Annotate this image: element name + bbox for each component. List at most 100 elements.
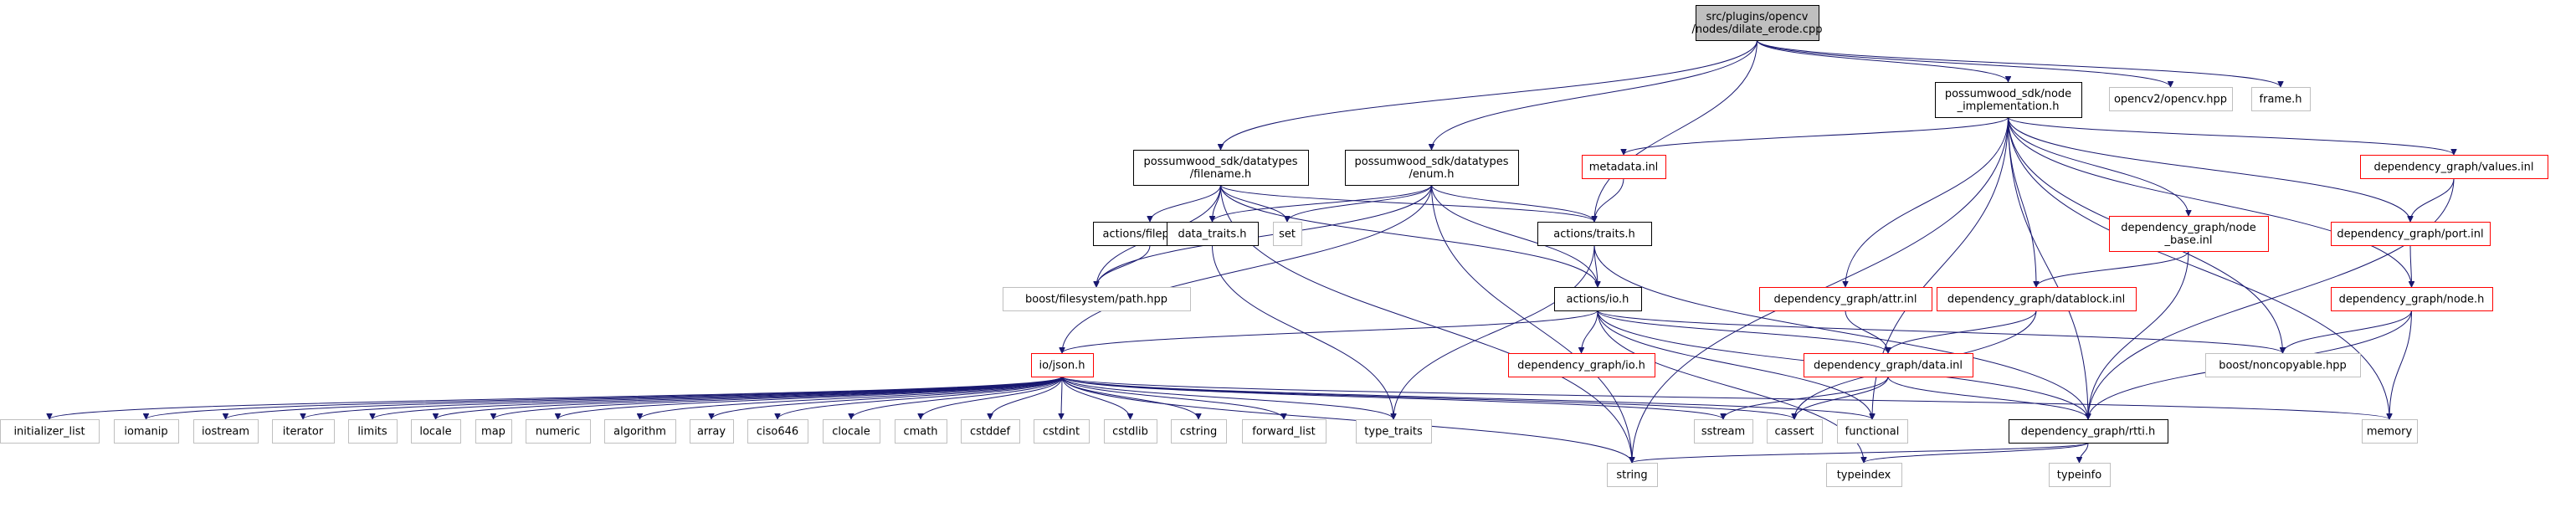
node-box xyxy=(1031,353,1094,377)
edge-data_inl-to-sstream xyxy=(1723,376,1889,420)
node-data-traits[interactable]: data_traits.h xyxy=(1167,222,1259,246)
node-io-json[interactable]: io/json.h xyxy=(1031,353,1094,377)
node-box xyxy=(1508,353,1655,377)
node-label: dependency_graph/rtti.h xyxy=(2021,426,2156,439)
node-box xyxy=(1034,419,1090,444)
edge-node_base_inl-to-datablock_inl xyxy=(2036,250,2189,288)
edge-metadata_inl-to-actions_traits xyxy=(1594,177,1624,222)
edge-enum_h-to-data_traits xyxy=(1213,184,1432,223)
edge-io_json-to-numeric xyxy=(558,376,1063,420)
node-label: initializer_list xyxy=(13,426,85,439)
node-iterator: iterator xyxy=(272,419,335,444)
node-label: cmath xyxy=(903,426,937,439)
edge-io_json-to-cstddef xyxy=(990,376,1063,420)
edge-io_json-to-map xyxy=(494,376,1063,420)
nodes-layer: src/plugins/opencv/nodes/dilate_erode.cp… xyxy=(0,5,2548,487)
node-box xyxy=(823,419,880,444)
node-box xyxy=(1345,150,1519,186)
node-node-impl[interactable]: possumwood_sdk/node_implementation.h xyxy=(1935,82,2082,118)
edge-actions_io-to-dg_io_h xyxy=(1582,310,1598,353)
node-label: possumwood_sdk/datatypes xyxy=(1144,156,1298,168)
edge-enum_h-to-io_json xyxy=(1062,184,1432,353)
edge-filename_h-to-actions_filepath xyxy=(1150,184,1221,223)
node-label: dependency_graph/data.inl xyxy=(1814,360,1963,372)
edge-io_json-to-cassert xyxy=(1061,376,1794,420)
edge-filename_h-to-set xyxy=(1220,184,1288,223)
edge-actions_io-to-boost_noncopyable xyxy=(1597,310,2283,354)
node-box xyxy=(1167,222,1259,246)
node-box xyxy=(526,419,591,444)
node-box xyxy=(1759,287,1932,311)
node-actions-traits[interactable]: actions/traits.h xyxy=(1537,222,1652,246)
node-box xyxy=(1937,287,2137,311)
edge-io_json-to-initializer_list xyxy=(49,376,1063,420)
node-dilate-erode[interactable]: src/plugins/opencv/nodes/dilate_erode.cp… xyxy=(1691,5,1823,41)
node-rtti-h[interactable]: dependency_graph/rtti.h xyxy=(2009,419,2168,444)
node-label: cstddef xyxy=(970,426,1011,439)
node-boost-noncopyable: boost/noncopyable.hpp xyxy=(2205,353,2361,377)
node-label: /enum.h xyxy=(1409,168,1455,181)
node-label: locale xyxy=(419,426,451,439)
node-box xyxy=(961,419,1020,444)
node-ciso646: ciso646 xyxy=(747,419,808,444)
node-dg-io-h[interactable]: dependency_graph/io.h xyxy=(1508,353,1655,377)
node-opencv-hpp: opencv2/opencv.hpp xyxy=(2109,87,2233,111)
node-set: set xyxy=(1273,222,1302,246)
node-label: iterator xyxy=(283,426,324,439)
node-values-inl[interactable]: dependency_graph/values.inl xyxy=(2360,155,2548,179)
node-box xyxy=(1554,287,1642,311)
node-box xyxy=(2331,287,2493,311)
edge-io_json-to-cstdint xyxy=(1061,376,1062,419)
node-node-base-inl[interactable]: dependency_graph/node_base.inl xyxy=(2109,216,2269,252)
edge-io_json-to-cmath xyxy=(921,376,1063,420)
node-box xyxy=(690,419,734,444)
node-box xyxy=(2205,353,2361,377)
node-label: dependency_graph/port.inl xyxy=(2337,228,2483,241)
edge-dilate_erode-to-enum_h xyxy=(1432,39,1758,150)
node-box xyxy=(1242,419,1326,444)
node-cstdlib: cstdlib xyxy=(1104,419,1157,444)
node-data-inl[interactable]: dependency_graph/data.inl xyxy=(1804,353,1973,377)
node-attr-inl[interactable]: dependency_graph/attr.inl xyxy=(1759,287,1932,311)
node-cmath: cmath xyxy=(895,419,947,444)
node-filename-h[interactable]: possumwood_sdk/datatypes/filename.h xyxy=(1133,150,1309,186)
node-enum-h[interactable]: possumwood_sdk/datatypes/enum.h xyxy=(1345,150,1519,186)
edge-actions_io-to-data_inl xyxy=(1597,310,1888,354)
edge-values_inl-to-port_inl xyxy=(2410,177,2455,223)
node-clocale: clocale xyxy=(823,419,880,444)
node-metadata-inl[interactable]: metadata.inl xyxy=(1582,155,1666,179)
edge-actions_filepath-to-boost_path xyxy=(1096,244,1151,288)
edge-dilate_erode-to-frame_h xyxy=(1757,39,2281,88)
node-label: /nodes/dilate_erode.cpp xyxy=(1691,23,1822,36)
node-port-inl[interactable]: dependency_graph/port.inl xyxy=(2331,222,2491,246)
node-typeinfo: typeinfo xyxy=(2049,463,2111,487)
node-label: clocale xyxy=(832,426,870,439)
node-map: map xyxy=(475,419,512,444)
node-label: limits xyxy=(357,426,387,439)
node-box xyxy=(1767,419,1823,444)
edge-dilate_erode-to-node_impl xyxy=(1757,39,2009,83)
edge-enum_h-to-actions_traits xyxy=(1431,184,1595,223)
node-box xyxy=(2049,463,2111,487)
node-label: opencv2/opencv.hpp xyxy=(2114,94,2227,106)
node-datablock-inl[interactable]: dependency_graph/datablock.inl xyxy=(1937,287,2137,311)
node-box xyxy=(604,419,676,444)
node-label: metadata.inl xyxy=(1589,162,1659,174)
edge-io_json-to-locale xyxy=(436,376,1063,420)
node-box xyxy=(0,419,100,444)
node-box xyxy=(193,419,259,444)
node-cstring: cstring xyxy=(1171,419,1227,444)
node-actions-io[interactable]: actions/io.h xyxy=(1554,287,1642,311)
edge-filename_h-to-actions_io xyxy=(1220,184,1598,287)
node-box xyxy=(2109,216,2269,252)
edge-node_base_inl-to-rtti_h xyxy=(2088,250,2189,419)
node-label: _implementation.h xyxy=(1957,100,2060,113)
edge-actions_traits-to-type_traits xyxy=(1393,244,1595,419)
node-label: typeinfo xyxy=(2057,469,2101,482)
node-label: dependency_graph/attr.inl xyxy=(1774,294,1917,306)
node-box xyxy=(1804,353,1973,377)
edge-node_impl-to-attr_inl xyxy=(1845,116,2009,287)
node-node-h[interactable]: dependency_graph/node.h xyxy=(2331,287,2493,311)
node-box xyxy=(1582,155,1666,179)
